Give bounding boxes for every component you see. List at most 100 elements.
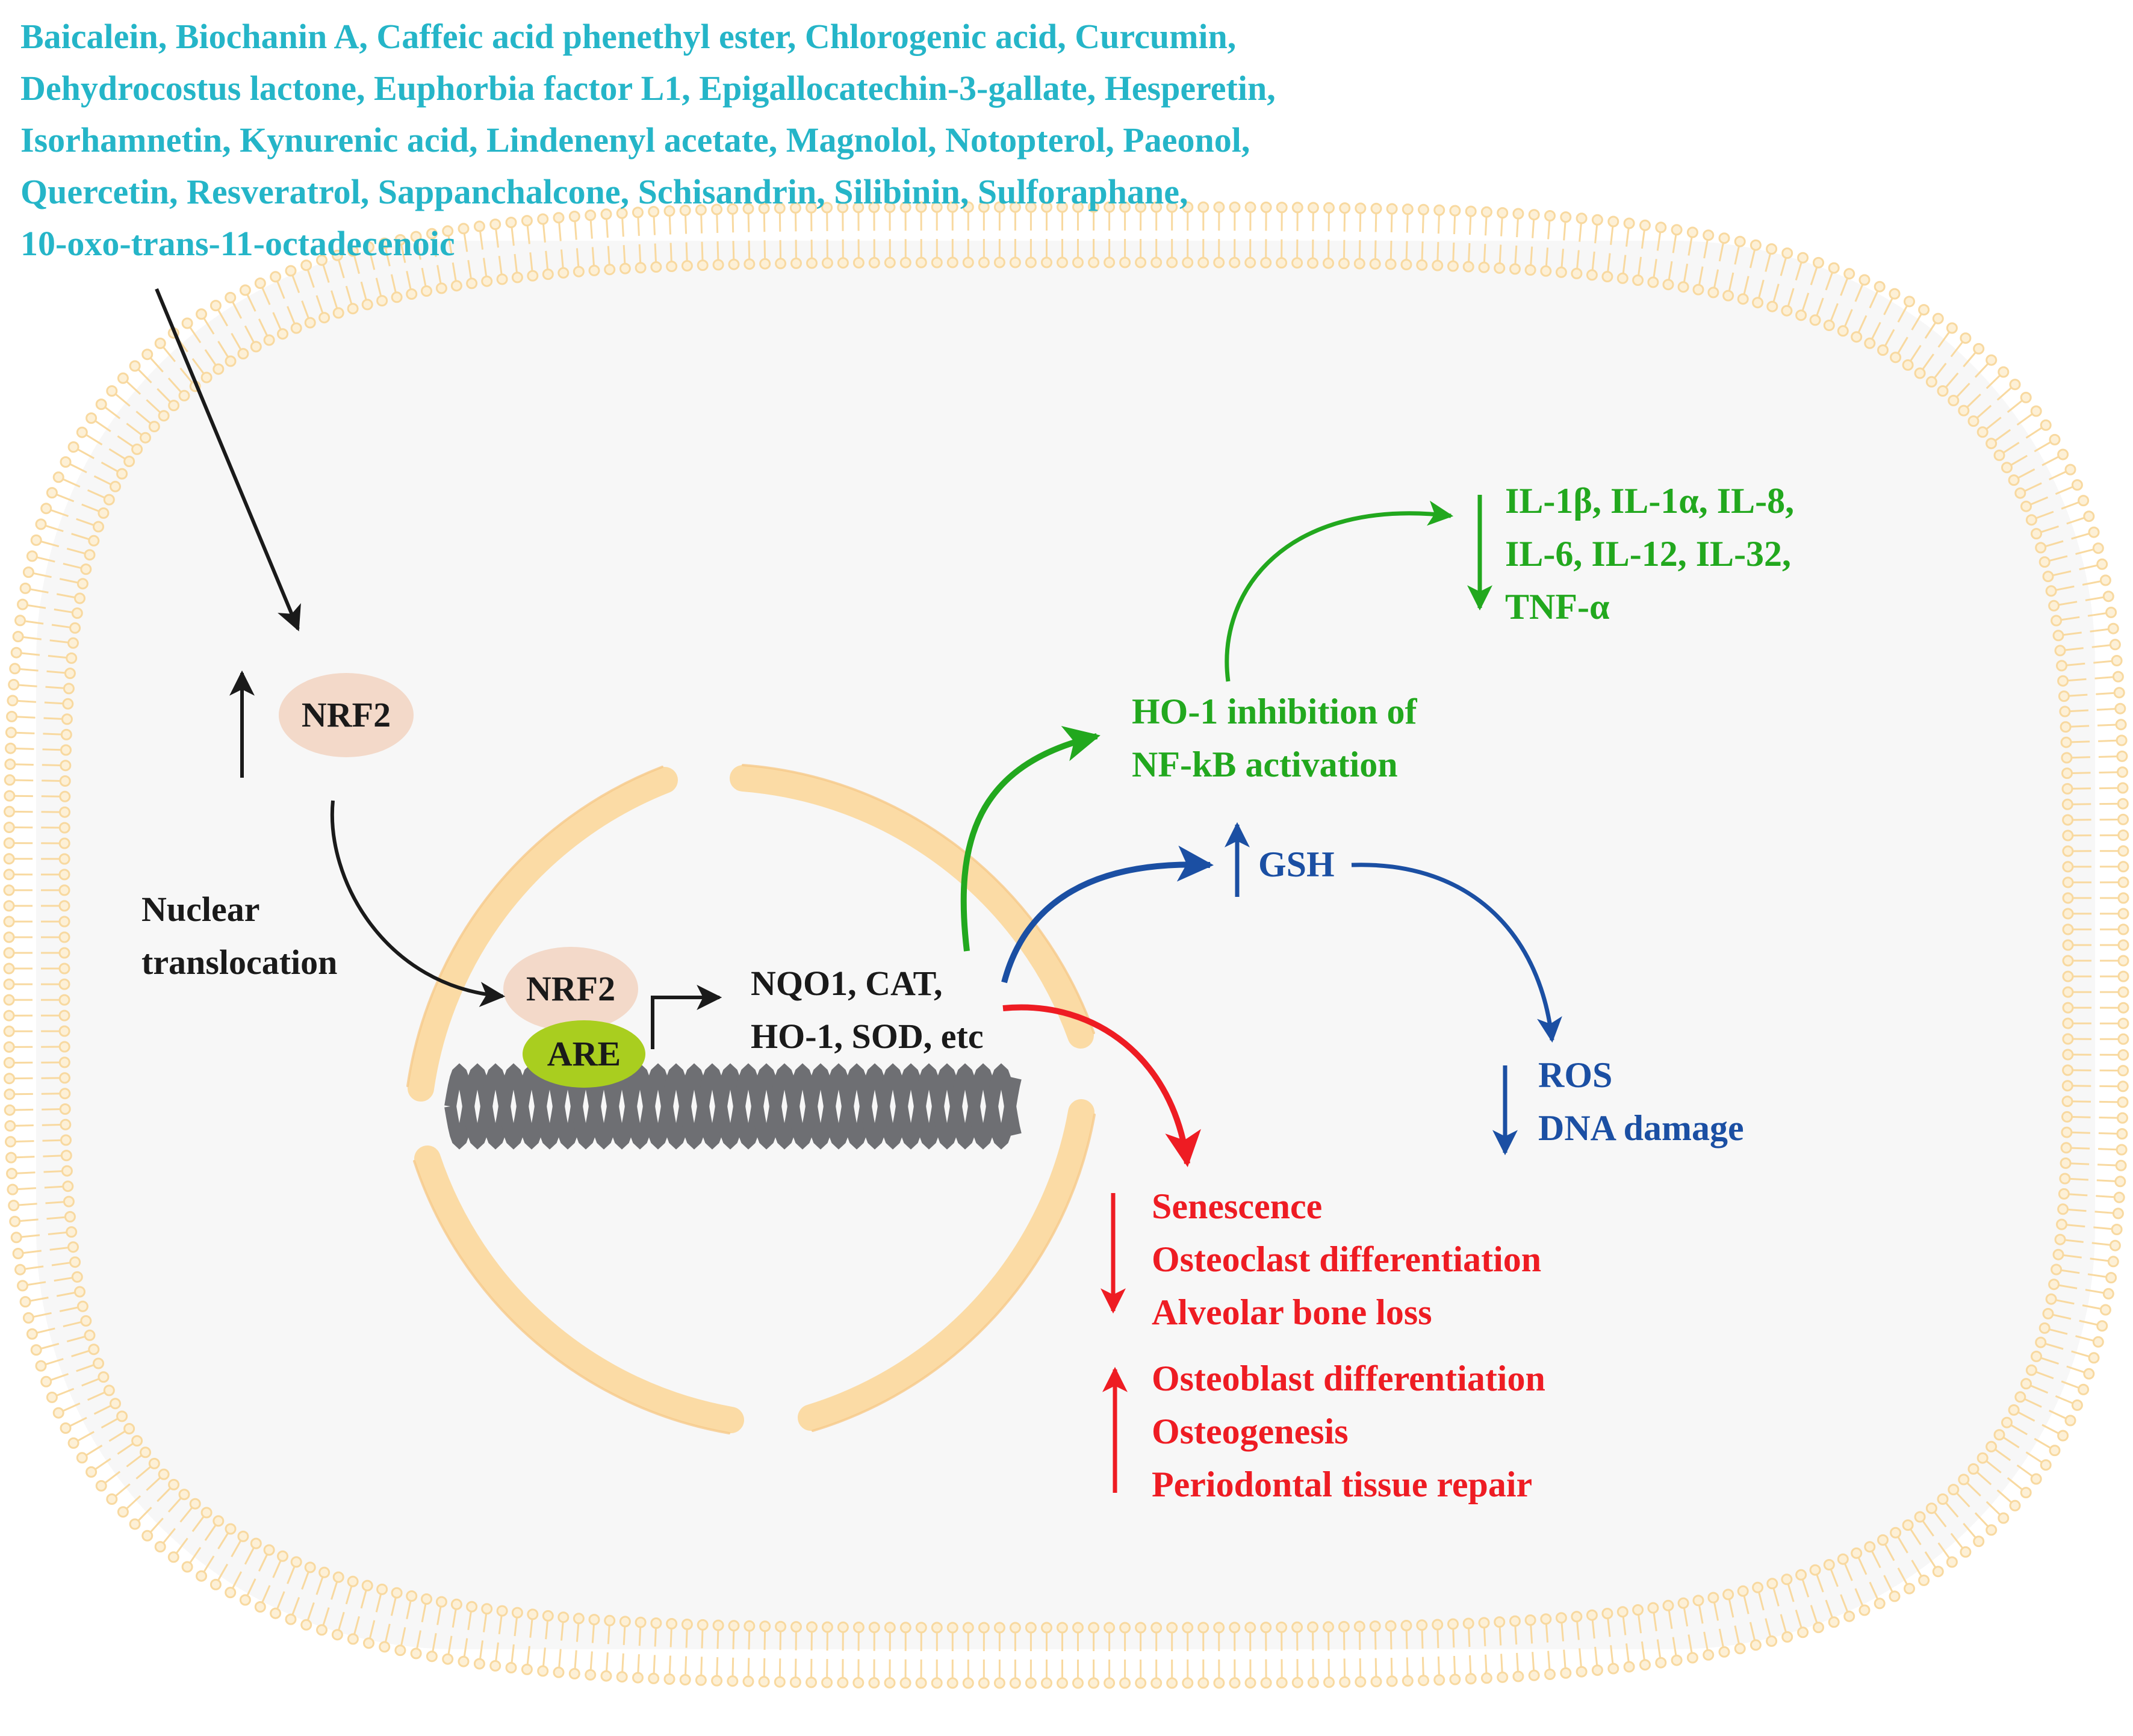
lipid-tail (623, 1626, 626, 1645)
lipid-head (2117, 861, 2129, 873)
lipid-tail (204, 349, 217, 366)
lipid-head (1601, 271, 1613, 282)
lipid-head (2117, 1112, 2128, 1124)
lipid-tail (2052, 1313, 2072, 1320)
lipid-tail (2055, 1299, 2075, 1305)
lipid-head (899, 201, 911, 213)
lipid-tail (22, 1250, 42, 1254)
lipid-head (76, 578, 88, 590)
lipid-head (978, 201, 990, 213)
lipid-head (2038, 1322, 2051, 1334)
lipid-tail (560, 1622, 564, 1641)
lipid-tail (2017, 468, 2035, 479)
lipid-head (2062, 1049, 2074, 1061)
lipid-head (1752, 1581, 1764, 1593)
translocation-label-line1: Nuclear (141, 890, 260, 929)
lipid-head (1671, 1654, 1683, 1666)
lipid-head (1449, 1673, 1461, 1685)
lipid-head (1182, 256, 1194, 268)
lipid-head (200, 371, 213, 383)
lipid-tail (1897, 305, 1908, 323)
lipid-head (1843, 268, 1855, 280)
lipid-tail (1765, 253, 1772, 272)
lipid-tail (272, 1560, 282, 1578)
lipid-head (225, 291, 237, 303)
lipid-tail (606, 219, 609, 238)
lipid-head (3, 978, 15, 990)
lipid-tail (2061, 616, 2080, 621)
lipid-head (2060, 736, 2072, 748)
lipid-head (1781, 247, 1793, 259)
lipid-tail (45, 686, 64, 689)
lipid-tail (2091, 1242, 2111, 1246)
lipid-head (58, 837, 70, 849)
lipid-head (158, 410, 170, 422)
bone-down-item: Alveolar bone loss (1152, 1292, 1432, 1332)
lipid-tail (2024, 482, 2042, 492)
lipid-tail (1840, 1594, 1849, 1613)
lipid-head (1244, 256, 1256, 268)
lipid-head (1616, 1606, 1628, 1618)
lipid-tail (2071, 1147, 2090, 1150)
lipid-head (1402, 203, 1414, 215)
lipid-head (2115, 1159, 2127, 1171)
lipid-head (277, 328, 288, 340)
lipid-tail (1641, 1641, 1645, 1660)
lipid-tail (175, 1537, 188, 1554)
lipid-head (616, 207, 628, 219)
lipid-tail (77, 448, 95, 459)
lipid-head (632, 206, 644, 219)
lipid-head (2040, 1459, 2052, 1471)
lipid-head (1166, 1677, 1178, 1689)
lipid-head (1591, 1664, 1603, 1676)
lipid-head (316, 1624, 328, 1636)
lipid-head (1902, 1519, 1914, 1531)
lipid-head (2058, 690, 2070, 702)
lipid-head (1616, 272, 1628, 284)
lipid-tail (71, 533, 90, 541)
lipid-tail (258, 318, 269, 336)
lipid-head (2117, 1096, 2129, 1108)
lipid-tail (1545, 247, 1549, 267)
lipid-head (300, 259, 312, 271)
lipid-head (1088, 256, 1100, 268)
lipid-tail (301, 300, 309, 319)
lipid-head (254, 277, 266, 289)
lipid-head (1948, 1484, 1960, 1496)
lipid-head (2048, 1279, 2060, 1291)
lipid-tail (748, 1631, 751, 1650)
lipid-tail (400, 244, 406, 263)
lipid-tail (108, 448, 126, 460)
lipid-head (58, 1041, 70, 1053)
lipid-head (557, 1611, 570, 1623)
nrf2-bubble-cytoplasm (279, 673, 414, 757)
lipid-tail (589, 220, 593, 239)
lipid-head (681, 1619, 693, 1630)
lipid-head (2096, 1320, 2108, 1332)
lipid-head (1307, 202, 1319, 214)
lipid-head (993, 1622, 1005, 1634)
lipid-head (2038, 556, 2051, 568)
lipid-head (5, 727, 17, 739)
lipid-tail (217, 341, 229, 358)
lipid-tail (22, 636, 42, 640)
lipid-tail (244, 1547, 255, 1565)
lipid-tail (2066, 516, 2085, 525)
lipid-tail (322, 1607, 330, 1626)
lipid-tail (42, 748, 61, 751)
lipid-head (1960, 1546, 1972, 1558)
lipid-head (1946, 322, 1958, 334)
lipid-tail (1672, 234, 1677, 253)
lipid-head (915, 201, 927, 213)
lipid-head (648, 1672, 660, 1684)
lipid-tail (1934, 362, 1947, 379)
lipid-tail (384, 247, 391, 267)
lipid-head (1197, 1622, 1209, 1634)
lipid-head (363, 1637, 374, 1649)
lipid-head (635, 1616, 647, 1628)
lipid-head (347, 1633, 359, 1645)
lipid-head (2014, 487, 2026, 499)
lipid-head (1946, 1556, 1958, 1568)
cytokines-line2: IL-6, IL-12, IL-32, (1505, 534, 1792, 574)
lipid-tail (114, 1483, 131, 1497)
